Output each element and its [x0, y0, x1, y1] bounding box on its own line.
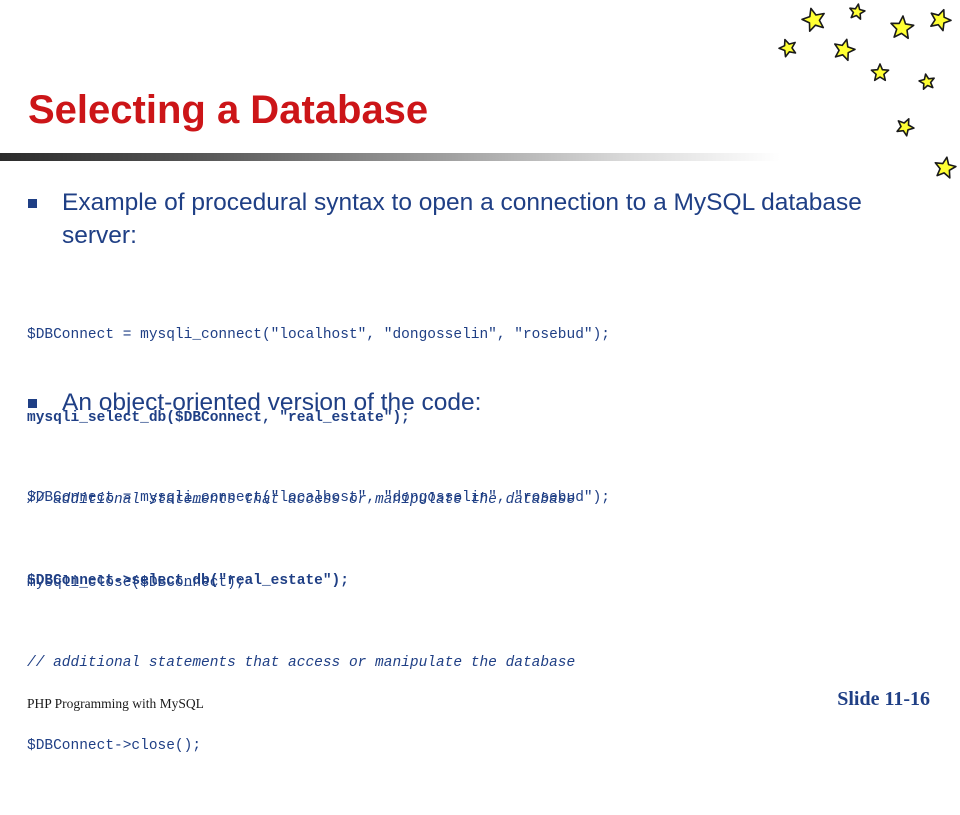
star-icon [801, 7, 825, 33]
bullet-procedural: Example of procedural syntax to open a c… [28, 186, 888, 252]
star-icon [870, 63, 890, 82]
code-line: $DBConnect->close(); [27, 737, 202, 754]
code-line: $DBConnect = mysqli_connect("localhost",… [27, 490, 610, 506]
star-icon [890, 15, 915, 40]
slide-title: Selecting a Database [28, 88, 429, 132]
code-line: mysqli_close($DBConnect); [27, 574, 245, 591]
bullet-object-oriented: An object-oriented version of the code: [28, 386, 888, 419]
slide: Selecting a Database Example of procedur… [0, 3, 957, 754]
title-underline [0, 153, 780, 161]
star-icon [930, 8, 952, 32]
object-oriented-code-block: $DBConnect = mysqli_connect("localhost",… [27, 430, 610, 815]
star-icon [918, 73, 935, 90]
code-line: $DBConnect = mysqli_connect("localhost",… [27, 327, 610, 343]
star-icon [849, 3, 866, 21]
bullet-text: Example of procedural syntax to open a c… [62, 189, 862, 249]
star-cluster [778, 3, 957, 179]
code-comment: // additional statements that access or … [27, 492, 576, 508]
star-icon [778, 38, 797, 58]
bullet-square-icon [28, 199, 37, 208]
footer-course-name: PHP Programming with MySQL [27, 696, 204, 711]
code-line: mysqli_select_db($DBConnect, "real_estat… [27, 409, 410, 426]
code-comment: // additional statements that access or … [27, 655, 576, 671]
bullet-square-icon [28, 399, 37, 408]
code-line: $DBConnect->select_db("real_estate"); [27, 572, 349, 589]
footer-slide-number: Slide 11-16 [837, 688, 930, 710]
star-icon [834, 38, 856, 62]
procedural-code-block: $DBConnect = mysqli_connect("localhost",… [27, 267, 610, 652]
star-icon [934, 156, 957, 179]
bullet-text: An object-oriented version of the code: [62, 389, 482, 416]
star-icon [896, 118, 915, 137]
